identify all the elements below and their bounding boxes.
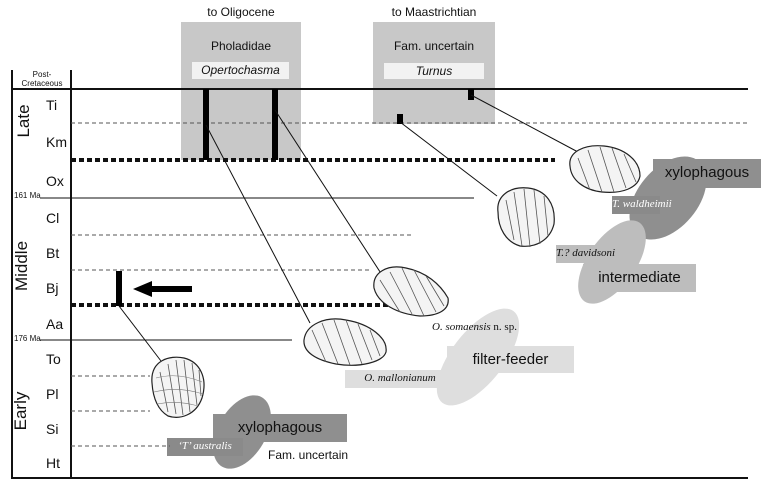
pholadidae-family-label: Pholadidae <box>181 39 301 53</box>
davidsoni-shell-icon <box>498 188 554 247</box>
stage-aa: Aa <box>46 316 63 332</box>
ecology-xylophagous-lower: xylophagous <box>213 419 347 436</box>
range-extension-arrow-head <box>133 281 152 297</box>
turnus-genus-label: Turnus <box>384 63 484 79</box>
stage-to: To <box>46 351 61 367</box>
age-176-label: 176 Ma <box>14 334 41 343</box>
species-somaensis: O. somaensis <box>432 321 491 333</box>
stage-ht: Ht <box>46 455 60 471</box>
opertochasma-genus-label: Opertochasma <box>192 62 289 79</box>
species-mallonianum: O. mallonianum <box>345 372 455 384</box>
turnus-family-label: Fam. uncertain <box>373 39 495 53</box>
species-waldheimii: T. waldheimii <box>612 198 660 210</box>
species-davidsoni: T.? davidsoni <box>556 247 606 259</box>
epoch-early-label: Early <box>11 386 31 436</box>
waldheimii-shell-icon <box>570 146 640 193</box>
mallonianum-shell-icon <box>304 319 386 365</box>
age-161-label: 161 Ma <box>14 191 41 200</box>
fam-uncertain-lower-label: Fam. uncertain <box>268 448 348 462</box>
turnus-extent-label: to Maastrichtian <box>373 5 495 19</box>
epoch-late-label: Late <box>14 101 34 141</box>
connector-australis <box>119 306 161 361</box>
australis-shell-icon <box>152 357 204 417</box>
somaensis-shell-icon <box>374 267 448 316</box>
new-species-suffix: n. sp. <box>491 321 517 333</box>
stage-ox: Ox <box>46 173 64 189</box>
ecology-xylophagous-upper: xylophagous <box>653 164 761 181</box>
stage-pl: Pl <box>46 386 58 402</box>
stage-bt: Bt <box>46 245 59 261</box>
pholadidae-extent-label: to Oligocene <box>181 5 301 19</box>
stage-km: Km <box>46 134 67 150</box>
stage-cl: Cl <box>46 210 59 226</box>
post-cretaceous-text: Post- Cretaceous <box>22 70 63 88</box>
ecology-filter-feeder: filter-feeder <box>447 351 574 368</box>
stage-si: Si <box>46 421 58 437</box>
species-australis: ‘T’ australis <box>167 440 243 452</box>
stage-bj: Bj <box>46 280 58 296</box>
epoch-middle-label: Middle <box>12 234 32 298</box>
species-somaensis-label: O. somaensis n. sp. <box>432 321 517 333</box>
ecology-intermediate: intermediate <box>583 269 696 286</box>
connector-somaensis <box>275 110 384 278</box>
stage-ti: Ti <box>46 97 57 113</box>
post-cretaceous-label: Post- Cretaceous <box>14 70 70 88</box>
